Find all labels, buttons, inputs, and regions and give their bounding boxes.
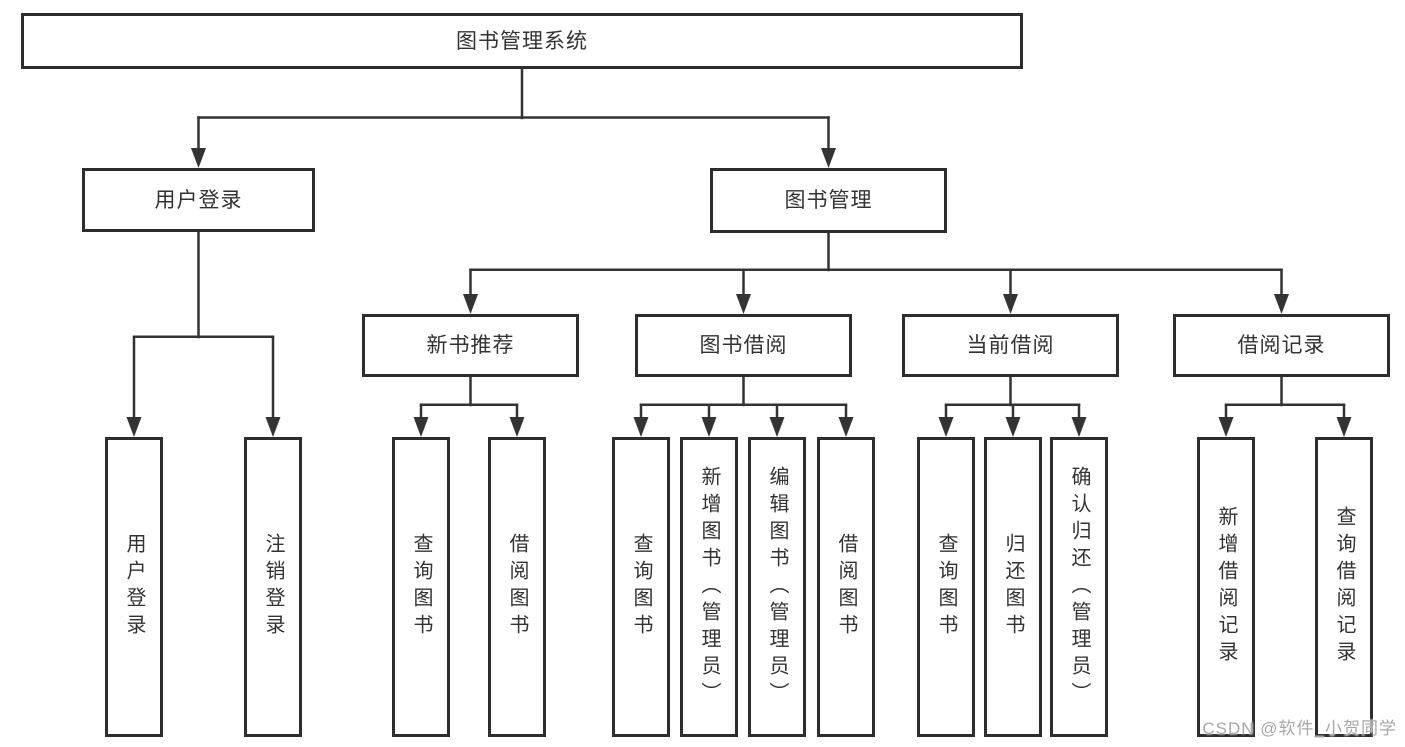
- leaf-confirm-return-admin: 确认归还（管理员）: [1050, 437, 1108, 737]
- leaf-borrow-books-1: 借阅图书: [488, 437, 546, 737]
- node-borrowing-records: 借阅记录: [1173, 314, 1390, 377]
- node-current-borrowing: 当前借阅: [902, 314, 1119, 377]
- leaf-add-book-admin: 新增图书（管理员）: [680, 437, 738, 737]
- leaf-query-books-1: 查询图书: [392, 437, 450, 737]
- leaf-return-books: 归还图书: [984, 437, 1042, 737]
- node-library-management-system: 图书管理系统: [21, 13, 1023, 69]
- node-user-login: 用户登录: [82, 168, 315, 232]
- leaf-query-books-3: 查询图书: [917, 437, 975, 737]
- leaf-query-books-2: 查询图书: [612, 437, 670, 737]
- leaf-query-borrow-record: 查询借阅记录: [1315, 437, 1373, 737]
- leaf-edit-book-admin: 编辑图书（管理员）: [748, 437, 806, 737]
- watermark-text: CSDN @软件_小贺同学: [1202, 719, 1397, 738]
- leaf-borrow-books-2: 借阅图书: [817, 437, 875, 737]
- node-book-borrowing: 图书借阅: [635, 314, 852, 377]
- leaf-logout-login: 注销登录: [244, 437, 302, 737]
- node-new-book-recommendation: 新书推荐: [362, 314, 579, 377]
- node-book-management: 图书管理: [710, 168, 947, 233]
- leaf-add-borrow-record: 新增借阅记录: [1197, 437, 1255, 737]
- leaf-user-login: 用户登录: [105, 437, 163, 737]
